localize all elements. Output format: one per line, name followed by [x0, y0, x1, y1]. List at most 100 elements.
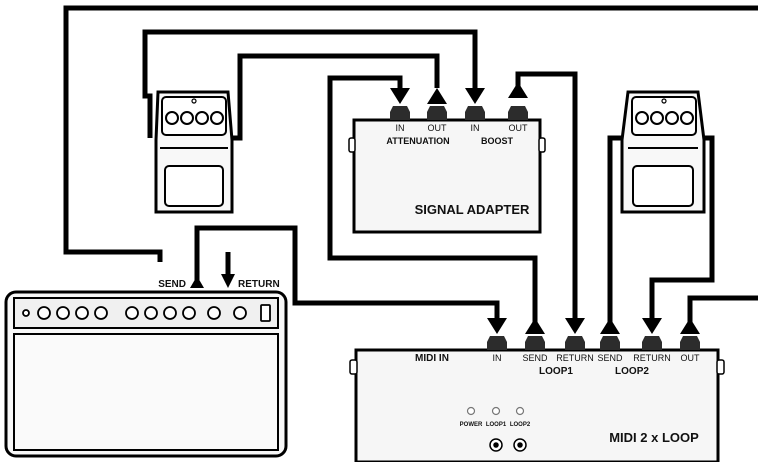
adapter-jack-label-4: OUT — [509, 123, 529, 133]
midi-leds — [466, 406, 525, 416]
arrow-loop2-return — [642, 318, 662, 334]
right-pedal-knob-panel — [631, 96, 697, 136]
arrow-midi-in — [487, 318, 507, 334]
jack-icon — [427, 106, 447, 120]
left-pedal-footswitch — [164, 165, 224, 207]
knob-icon — [207, 306, 221, 320]
midi-jack-label-1: IN — [493, 353, 502, 363]
midi-in-label: MIDI IN — [415, 353, 449, 364]
knob-icon — [233, 306, 247, 320]
led-label-loop2: LOOP2 — [510, 422, 531, 428]
arrow-amp-send — [190, 276, 204, 288]
arrow-loop1-send — [525, 318, 545, 334]
midi-jack-label-2: SEND — [522, 353, 548, 363]
adapter-jack-label-1: IN — [396, 123, 405, 133]
arrow-boost-out — [508, 82, 528, 98]
loop1-label: LOOP1 — [539, 366, 573, 377]
amp-send-label: SEND — [158, 279, 186, 290]
jack-icon — [565, 336, 585, 350]
cable-pedal2-in — [607, 135, 622, 326]
midi-jack-label-4: SEND — [597, 353, 623, 363]
midi-jack-label-3: RETURN — [556, 353, 594, 363]
arrow-loop1-return — [565, 318, 585, 334]
led-label-power: POWER — [460, 422, 483, 428]
arrowheads — [190, 82, 700, 334]
adapter-jacks — [390, 106, 528, 120]
jack-icon — [508, 106, 528, 120]
jack-icon — [525, 336, 545, 350]
cable-outer-top — [63, 5, 758, 262]
knob-icon — [182, 306, 196, 320]
amplifier: SEND RETURN — [4, 279, 288, 458]
knob-icon — [56, 306, 70, 320]
power-led-icon — [466, 406, 476, 416]
left-pedal-led-icon — [191, 98, 197, 104]
jack-icon — [600, 336, 620, 350]
midi-loop-box: MIDI IN IN SEND RETURN SEND RETURN OUT L… — [349, 336, 725, 462]
cable-pedal1-in — [142, 29, 478, 138]
arrow-midi-out — [680, 318, 700, 334]
right-pedal-footswitch — [632, 165, 694, 207]
knob-icon — [195, 111, 209, 125]
knob-icon — [165, 111, 179, 125]
amp-speaker-grille — [13, 333, 279, 451]
arrow-amp-return — [221, 274, 235, 288]
knob-icon — [144, 306, 158, 320]
knob-icon — [163, 306, 177, 320]
midi-jacks — [487, 336, 700, 350]
midi-box-body — [354, 348, 720, 462]
boost-label: BOOST — [481, 136, 514, 146]
adapter-jack-label-2: OUT — [428, 123, 448, 133]
loop1-led-icon — [491, 406, 501, 416]
midi-box-title: MIDI 2 x LOOP — [609, 430, 699, 445]
amp-return-label: RETURN — [238, 279, 280, 290]
loop2-label: LOOP2 — [615, 366, 649, 377]
arrow-boost-in — [465, 88, 485, 104]
midi-jack-label-6: OUT — [681, 353, 701, 363]
knob-icon — [180, 111, 194, 125]
knob-icon — [94, 306, 108, 320]
cable-pedal1-out — [232, 53, 440, 141]
right-pedal-led-icon — [661, 98, 667, 104]
right-pedal — [620, 90, 706, 214]
signal-adapter: IN OUT IN OUT ATTENUATION BOOST SIGNAL A… — [348, 106, 546, 234]
right-pedal-knobs — [635, 111, 694, 125]
cable-midi-out-to-amp-input — [687, 295, 758, 322]
knob-icon — [210, 111, 224, 125]
amp-power-switch-icon — [260, 304, 271, 322]
knob-icon — [37, 306, 51, 320]
attenuation-label: ATTENUATION — [386, 136, 449, 146]
footswitch-icon — [517, 442, 523, 448]
adapter-jack-label-3: IN — [471, 123, 480, 133]
cable-attenuation-in — [327, 75, 538, 326]
midi-footswitches — [489, 438, 527, 452]
knob-icon — [75, 306, 89, 320]
midi-side-knob-right — [716, 359, 725, 375]
knob-icon — [665, 111, 679, 125]
jack-icon — [465, 106, 485, 120]
jack-icon — [680, 336, 700, 350]
amp-knobs — [22, 304, 271, 322]
knob-icon — [680, 111, 694, 125]
left-pedal-knob-panel — [161, 96, 227, 136]
left-pedal — [154, 90, 234, 214]
knob-icon — [650, 111, 664, 125]
knob-icon — [125, 306, 139, 320]
footswitch-icon — [493, 442, 499, 448]
jack-icon — [390, 106, 410, 120]
led-label-loop1: LOOP1 — [486, 422, 507, 428]
adapter-side-knob-left — [348, 137, 356, 153]
left-pedal-knobs — [165, 111, 224, 125]
amp-input-jack-icon — [22, 309, 30, 317]
knob-icon — [635, 111, 649, 125]
midi-side-knob-left — [349, 359, 358, 375]
jack-icon — [642, 336, 662, 350]
arrow-attenuation-in — [390, 88, 410, 104]
arrow-attenuation-out — [427, 88, 447, 104]
arrow-loop2-send — [600, 318, 620, 334]
cable-pedal2-out — [649, 135, 715, 326]
cable-amp-send — [194, 225, 500, 326]
midi-jack-label-5: RETURN — [633, 353, 671, 363]
adapter-side-knob-right — [538, 137, 546, 153]
